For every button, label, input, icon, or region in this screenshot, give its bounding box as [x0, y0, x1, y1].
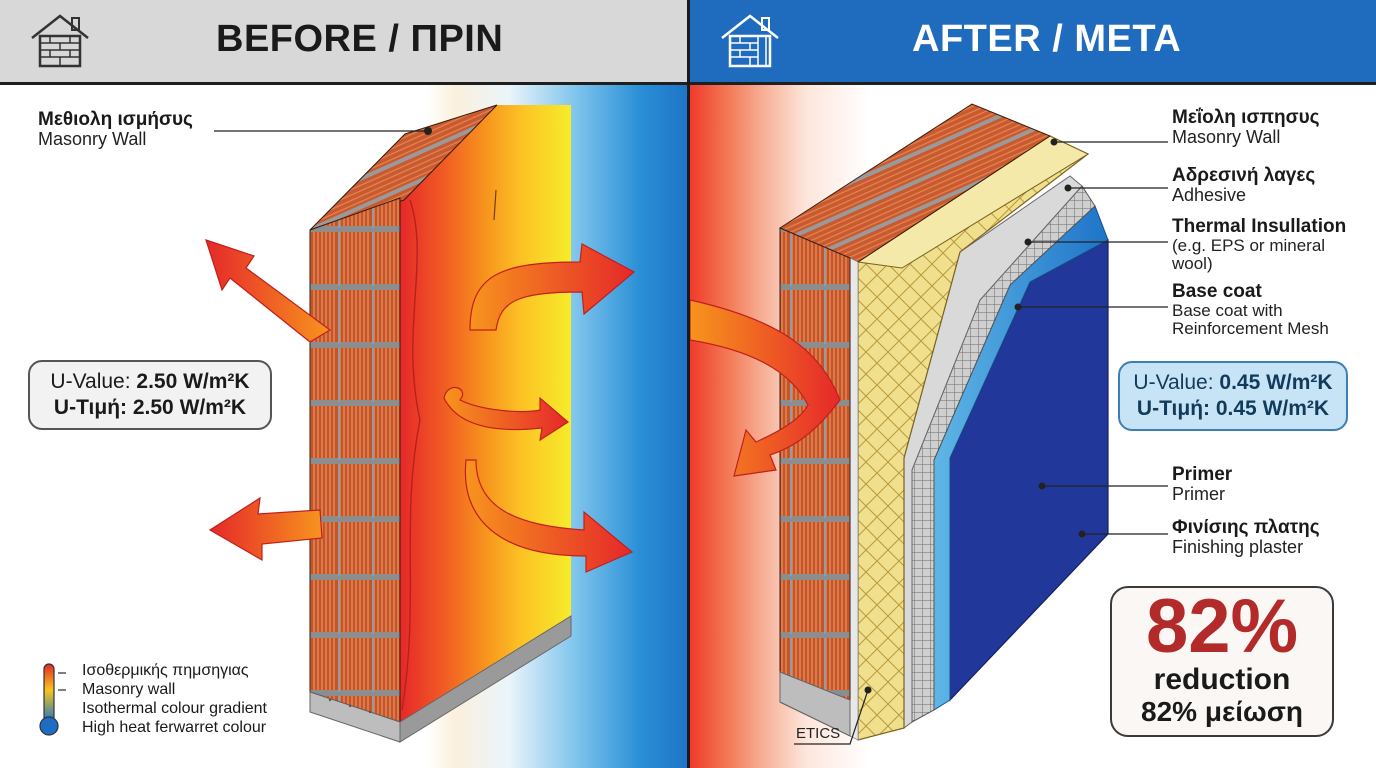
adhesive-layer: [903, 175, 1083, 729]
before-wall-label-subtitle: Masonry Wall: [38, 128, 147, 149]
reduction-text-greek: 82% μείωση: [1141, 696, 1303, 727]
layer-title: Base coat: [1172, 281, 1262, 302]
heat-arrow-middle: [443, 386, 570, 442]
before-brick-face: [309, 197, 401, 723]
heat-arrow-upper-right: [469, 243, 636, 331]
reduction-badge: 82% reduction 82% μείωση: [1110, 586, 1334, 737]
layer-subtitle: Adhesive: [1172, 184, 1247, 205]
after-u-value: 0.45 W/m²K: [1219, 371, 1333, 394]
layer-title: Thermal Insullation: [1172, 216, 1347, 237]
marker-masonry: [1050, 138, 1058, 146]
before-u-value-prefix: U-Value:: [50, 370, 137, 393]
layer-subtitle: Finishing plaster: [1172, 536, 1304, 557]
layer-title: Φινίσιης πλατης: [1172, 517, 1320, 538]
after-u-value-greek: U-Τιμή: 0.45 W/m²K: [1136, 397, 1330, 420]
after-brick-face: [779, 227, 851, 737]
layer-title: Μεΐολη ισπησυς: [1172, 107, 1320, 128]
before-u-value: 2.50 W/m²K: [136, 370, 250, 393]
heat-arrow-lower-right: [464, 459, 634, 573]
before-u-value-greek: U-Τιμή: 2.50 W/m²K: [53, 396, 247, 419]
panel-divider: [687, 0, 690, 768]
after-panel: AFTER / ΜΕΤΑ Μεΐολη ισπησυς Masonry: [690, 0, 1376, 768]
layer-title: Primer: [1172, 464, 1233, 485]
etics-label: ETICS: [796, 725, 841, 742]
reduction-text: reduction: [1153, 663, 1291, 696]
marker-insulation: [1024, 238, 1032, 246]
before-wall-diagram: [39, 104, 636, 743]
layer-subtitle: Base coat with Reinforcement Mesh: [1172, 300, 1329, 338]
marker-adhesive: [1064, 184, 1072, 192]
layer-label-finishing: Φινίσιης πλατης Finishing plaster: [1172, 518, 1320, 557]
layer-label-masonry: Μεΐολη ισπησυς Masonry Wall: [1172, 108, 1320, 147]
thermometer-icon: [39, 663, 66, 736]
layer-label-insulation: Thermal Insullation (e.g. EPS or mineral…: [1172, 217, 1362, 273]
legend-item: Isothermal colour gradient: [82, 700, 267, 717]
marker-base-coat: [1014, 303, 1022, 311]
layer-label-base-coat: Base coat Base coat with Reinforcement M…: [1172, 282, 1372, 338]
layer-label-adhesive: Αδρεσινή λαγες Adhesive: [1172, 166, 1315, 205]
after-title: AFTER / ΜΕΤΑ: [912, 18, 1182, 60]
reflected-heat-arrow: [690, 299, 841, 477]
after-u-value-box: U-Value: 0.45 W/m²K U-Τιμή: 0.45 W/m²K: [1118, 361, 1348, 431]
layer-subtitle: Primer: [1172, 483, 1225, 504]
marker-etics: [864, 686, 872, 694]
before-wall-label-title: Μεθιολη ισμήσυς: [38, 109, 193, 130]
marker-finish: [1078, 530, 1086, 538]
before-panel: BEFORE / ΠΡΙΝ: [0, 0, 688, 768]
before-u-value-box: U-Value: 2.50 W/m²K U-Τιμή: 2.50 W/m²K: [28, 360, 272, 430]
after-foundation: [779, 671, 851, 737]
after-u-value-prefix: U-Value:: [1133, 371, 1220, 394]
before-header: BEFORE / ΠΡΙΝ: [0, 0, 688, 85]
legend-item: Ισοθερμικής πημσηγιας: [82, 662, 249, 679]
layer-title: Αδρεσινή λαγες: [1172, 165, 1316, 186]
layer-subtitle: (e.g. EPS or mineral wool): [1172, 235, 1326, 273]
layer-subtitle: Masonry Wall: [1172, 126, 1281, 147]
legend-item: Masonry wall: [82, 681, 176, 698]
reduction-percent: 82%: [1145, 584, 1299, 669]
house-brick-icon: [31, 14, 89, 68]
layer-label-primer: Primer Primer: [1172, 465, 1232, 504]
after-header: AFTER / ΜΕΤΑ: [690, 0, 1376, 85]
before-title: BEFORE / ΠΡΙΝ: [216, 18, 504, 60]
before-wall-marker: [424, 127, 432, 135]
heat-arrow-lower-left: [208, 496, 323, 562]
heat-arrow-upper-left: [205, 239, 332, 343]
legend-item: High heat ferwarret colour: [82, 719, 267, 736]
after-wall-diagram: [690, 103, 1168, 745]
house-insulated-icon: [721, 14, 779, 68]
marker-primer: [1038, 482, 1046, 490]
before-wall-label: Μεθιολη ισμήσυς Masonry Wall: [38, 110, 193, 149]
